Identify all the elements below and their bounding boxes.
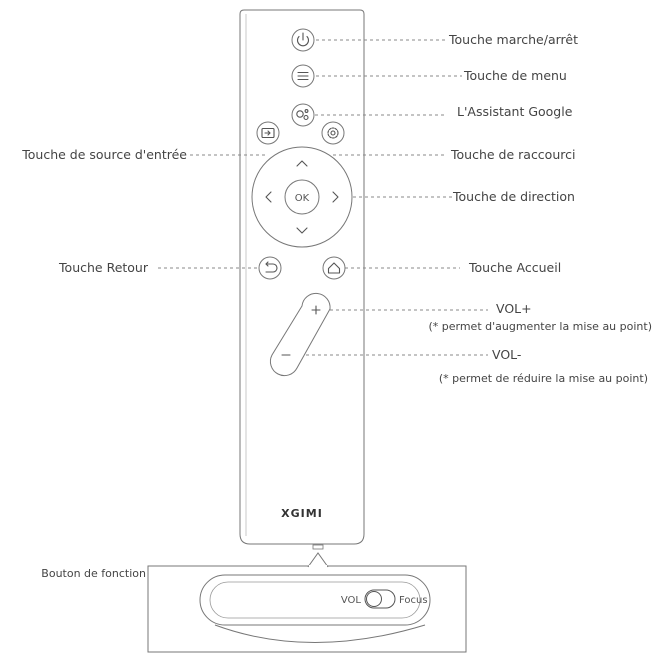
volume-rocker[interactable] — [269, 292, 331, 377]
input-source-icon — [261, 127, 275, 139]
ok-label: OK — [295, 193, 310, 204]
menu-button[interactable] — [291, 64, 315, 88]
power-button[interactable] — [291, 28, 315, 52]
label-vol-up: VOL+ — [496, 301, 532, 316]
label-home: Touche Accueil — [468, 260, 561, 275]
menu-icon — [297, 71, 309, 81]
callout-tab — [307, 552, 329, 568]
label-back: Touche Retour — [58, 260, 149, 275]
label-menu: Touche de menu — [463, 68, 567, 83]
shortcut-gear-icon — [327, 127, 339, 139]
shortcut-button[interactable] — [321, 121, 345, 145]
chevron-up-icon — [296, 160, 308, 167]
brand-logo: XGIMI — [281, 507, 323, 520]
label-function-button: Bouton de fonction — [41, 567, 146, 580]
switch-label-focus: Focus — [399, 595, 428, 606]
remote-body — [239, 9, 365, 545]
chevron-down-icon — [296, 227, 308, 234]
label-input-source: Touche de source d'entrée — [21, 147, 187, 162]
google-assistant-icon — [296, 109, 309, 121]
home-button[interactable] — [322, 256, 346, 280]
chevron-right-icon — [332, 191, 339, 203]
back-button[interactable] — [258, 256, 282, 280]
label-vol-up-note: (* permet d'augmenter la mise au point) — [428, 320, 652, 333]
function-switch[interactable] — [364, 589, 396, 609]
ok-button[interactable]: OK — [284, 179, 320, 215]
remote-end-view — [199, 574, 431, 643]
switch-knob — [366, 591, 382, 607]
assistant-button[interactable] — [291, 103, 315, 127]
input-source-button[interactable] — [256, 121, 280, 145]
back-arrow-icon — [265, 261, 278, 273]
chevron-left-icon — [265, 191, 272, 203]
label-shortcut: Touche de raccourci — [450, 147, 575, 162]
function-button-indicator — [312, 544, 324, 550]
switch-label-vol: VOL — [341, 595, 362, 606]
plus-icon — [311, 305, 321, 315]
label-direction: Touche de direction — [452, 189, 575, 204]
label-vol-down-note: (* permet de réduire la mise au point) — [439, 372, 648, 385]
home-icon — [327, 262, 341, 274]
label-power: Touche marche/arrêt — [448, 32, 578, 47]
label-vol-down: VOL- — [492, 347, 521, 362]
label-assistant: L'Assistant Google — [457, 104, 573, 119]
power-icon — [296, 32, 310, 47]
